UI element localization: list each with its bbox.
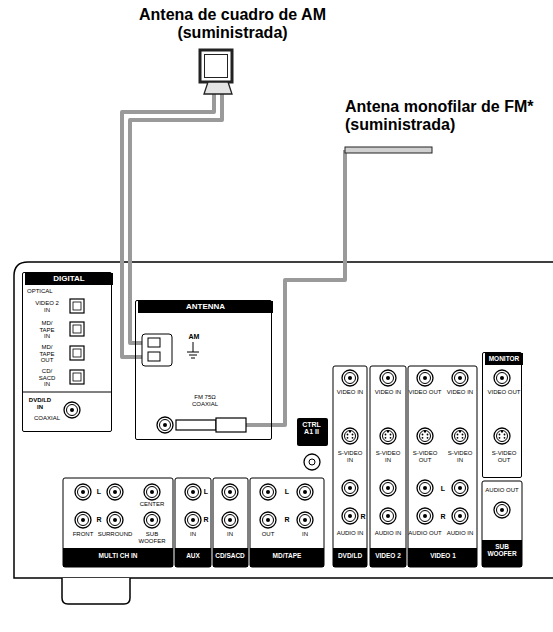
panel-heading: Antena monofilar de FM* (suministrada): [345, 98, 548, 135]
section-boxes: [22, 366, 522, 567]
section-name: VIDEO 1: [409, 552, 477, 559]
jack-label: AUDIO IN: [333, 530, 367, 537]
jack-label: CENTER: [137, 501, 167, 508]
jack-label: VIDEO OUT: [408, 389, 443, 396]
jack-label: AUDIO IN: [371, 530, 405, 537]
jack-label: S-VIDEO IN: [373, 450, 403, 463]
panel-heading: ANTENNA: [138, 301, 273, 313]
jack-label: MD/ TAPE IN: [37, 320, 57, 340]
jack-label: IN: [183, 531, 203, 538]
jack-label: S-VIDEO OUT: [485, 450, 523, 463]
section-name: MD/TAPE: [251, 552, 323, 559]
jack-label: AUDIO OUT: [483, 487, 521, 494]
monitor-panel: MONITOR VIDEO OUT S-VIDEO OUT: [482, 352, 522, 478]
antenna-caption: Antena de cuadro de AM (suministrada): [123, 2, 338, 100]
jack-label: FRONT: [68, 531, 98, 538]
jack-label: SUB WOOFER: [137, 531, 167, 544]
jack-label: L: [439, 485, 447, 493]
jack-label: L: [202, 488, 210, 496]
jack-label: FM 75Ω COAXIAL: [188, 394, 222, 407]
jack-label: VIDEO IN: [333, 389, 367, 396]
ctrl-box: CTRL A1 II: [297, 418, 328, 446]
jack-label: VIDEO OUT: [485, 389, 523, 396]
section-name: VIDEO 2: [370, 552, 406, 559]
antenna-caption: Antena monofilar de FM* (suministrada): [340, 98, 548, 156]
jack-label: R: [360, 513, 366, 521]
jack-label: R: [439, 513, 447, 521]
jack-label: MD/ TAPE OUT: [37, 344, 57, 364]
rca-jacks: [75, 370, 510, 528]
jack-label: COAXIAL: [25, 415, 69, 422]
section-name: DVD/LD: [333, 552, 367, 559]
jack-label: S-VIDEO OUT: [408, 450, 442, 463]
antenna-panel: ANTENNA AM FM 75Ω COAXIAL: [135, 300, 272, 440]
panel-heading: Antena de cuadro de AM (suministrada): [125, 6, 340, 43]
section-name: MULTI CH IN: [68, 552, 168, 559]
jack-label: L: [282, 488, 292, 496]
jack-label: S-VIDEO IN: [445, 450, 475, 463]
jack-label: OUT: [256, 531, 280, 538]
am-loop-antenna: [200, 50, 232, 100]
fm-wire-antenna: [345, 147, 432, 156]
jack-label: L: [94, 488, 104, 496]
section-bands: [63, 540, 522, 567]
section-name: AUX: [176, 552, 210, 559]
jack-label: CD/ SACD IN: [37, 368, 57, 388]
antenna-cable: [272, 156, 345, 425]
jack-label: R: [94, 516, 104, 524]
jack-label: R: [282, 516, 292, 524]
am-cable: [130, 100, 222, 357]
jack-label: AUDIO IN: [443, 530, 478, 537]
panel-heading: MONITOR: [485, 353, 523, 365]
optical-jacks: [64, 299, 84, 418]
panel-heading: DIGITAL: [25, 273, 113, 285]
jack-label: VIDEO IN: [371, 389, 405, 396]
jack-label: IN: [293, 531, 317, 538]
panel-heading: CTRL A1 II: [298, 421, 325, 436]
section-name: SUB WOOFER: [483, 543, 521, 557]
section-name: CD/SACD: [213, 552, 248, 559]
jack-label: AUDIO OUT: [408, 530, 443, 537]
digital-panel: DIGITAL OPTICAL VIDEO 2 IN MD/ TAPE IN MD/ T…: [22, 272, 112, 432]
jack-label: DVD/LD IN: [27, 397, 53, 410]
jack-label: S-VIDEO IN: [335, 450, 365, 463]
jack-label: VIDEO 2 IN: [33, 300, 61, 313]
jack-label: IN: [220, 531, 240, 538]
jack-label: SURROUND: [97, 531, 133, 538]
jack-label: AM: [184, 333, 204, 341]
jack-label: VIDEO IN: [443, 389, 478, 396]
jack-label: OPTICAL: [27, 288, 67, 295]
fm-coaxial-plug: [157, 417, 272, 433]
jack-label: R: [202, 516, 210, 524]
